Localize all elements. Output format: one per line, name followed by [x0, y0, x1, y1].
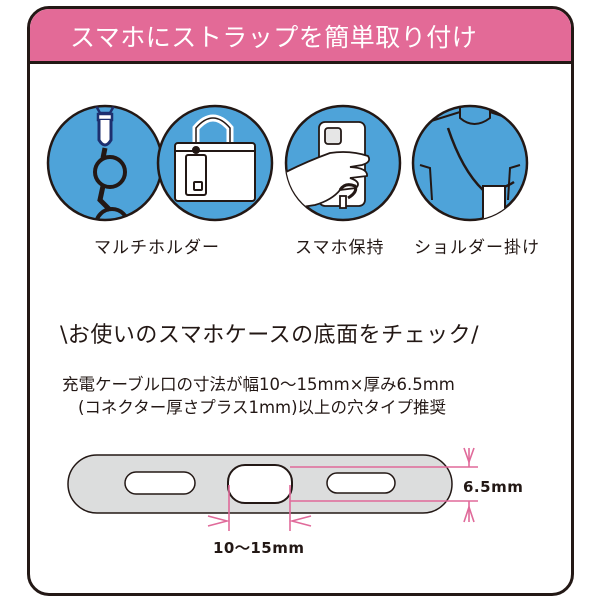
- hand-holding-phone-icon: [284, 104, 402, 222]
- width-label: 10〜15mm: [213, 539, 305, 557]
- label-phone-grip: スマホ保持: [295, 238, 385, 258]
- thickness-label: 6.5mm: [463, 478, 524, 496]
- case-bottom-diagram: [67, 447, 478, 531]
- label-shoulder: ショルダー掛け: [414, 238, 540, 258]
- check-title: \お使いのスマホケースの底面をチェック/: [60, 323, 480, 348]
- desc-line-1: 充電ケーブル口の寸法が幅10〜15mm×厚み6.5mm: [62, 375, 455, 394]
- header-banner: スマホにストラップを簡単取り付け: [30, 9, 571, 64]
- header-title: スマホにストラップを簡単取り付け: [70, 23, 478, 52]
- dimension-lines: [207, 447, 478, 531]
- shoulder-strap-icon: [411, 104, 529, 222]
- label-multi-holder: マルチホルダー: [94, 238, 220, 258]
- glasses-holder-icon: [46, 104, 164, 222]
- desc-line-2: (コネクター厚さプラス1mm)以上の穴タイプ推奨: [78, 398, 447, 417]
- bag-holder-icon: [156, 104, 274, 222]
